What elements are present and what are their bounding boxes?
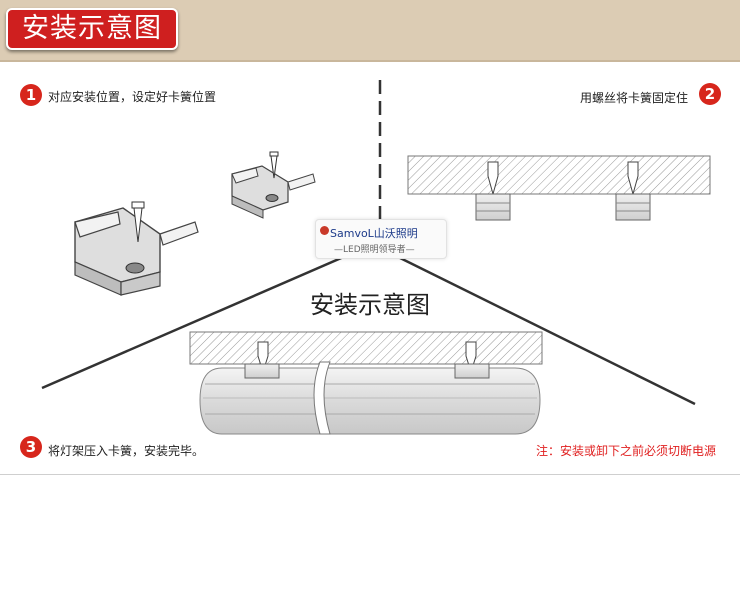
screw-small — [269, 151, 279, 179]
led-tube-fixture — [199, 361, 541, 435]
step-3-number: 3 — [20, 436, 42, 458]
header-divider — [0, 60, 740, 62]
installation-diagram — [41, 80, 711, 435]
diagram-center-title: 安装示意图 — [310, 291, 430, 319]
step-3-text: 将灯架压入卡簧，安装完毕。 — [48, 444, 205, 458]
step-1-text: 对应安装位置，设定好卡簧位置 — [48, 90, 217, 104]
divider-lines — [41, 80, 696, 406]
safety-note: 注：安装或卸下之前必须切断电源 — [536, 444, 717, 458]
page-title: 安装示意图 — [6, 8, 178, 50]
ceiling-section-step2 — [407, 155, 711, 221]
brand-mark-icon — [320, 226, 329, 235]
brand-logo: SamvoL山沃照明 —LED照明领导者— — [315, 219, 447, 259]
screw-large — [131, 201, 145, 243]
brand-tagline: —LED照明领导者— — [334, 245, 415, 255]
step-2-text: 用螺丝将卡簧固定住 — [580, 91, 689, 105]
brand-name: SamvoL山沃照明 — [330, 227, 418, 240]
step-2-number: 2 — [699, 83, 721, 105]
ceiling-section-step3 — [189, 331, 543, 374]
bottom-divider — [0, 474, 740, 475]
step-1-number: 1 — [20, 84, 42, 106]
